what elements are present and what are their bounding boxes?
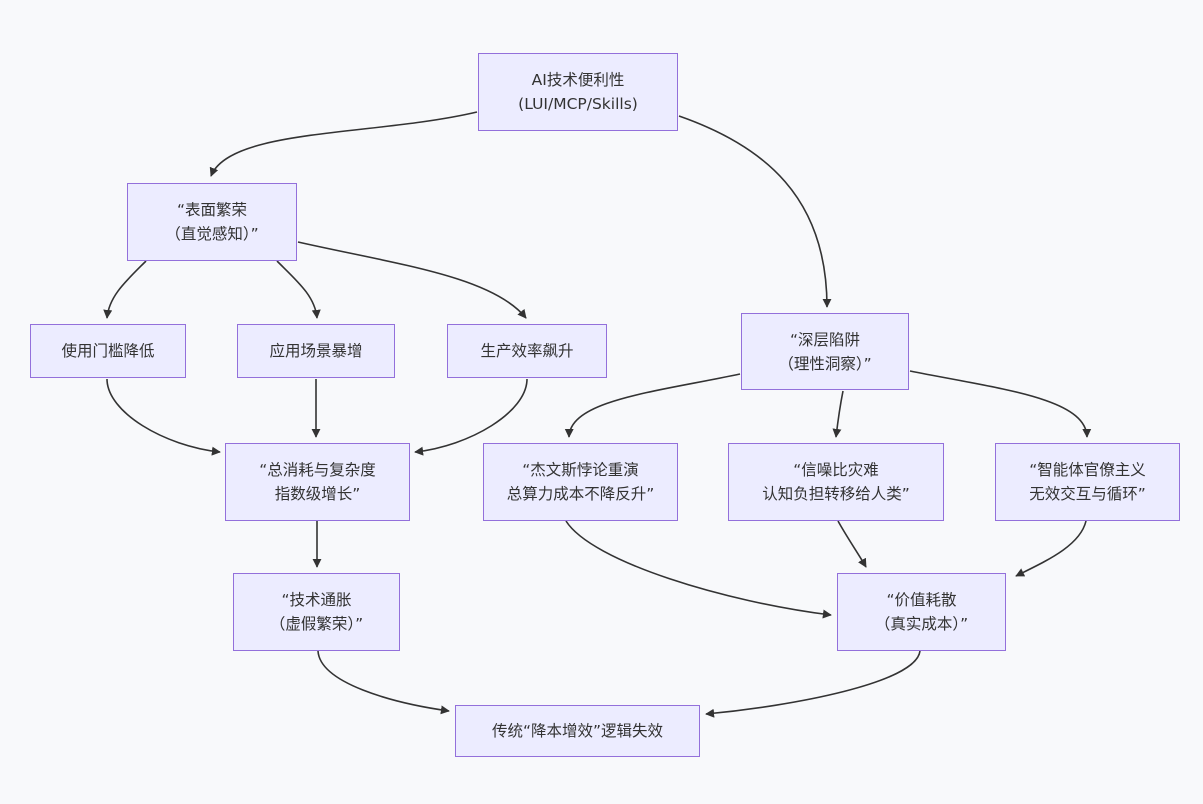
flow-node-snr-disaster: “信噪比灾难认知负担转移给人类” — [728, 443, 944, 521]
node-label-line: （虚假繁荣）” — [269, 615, 364, 633]
edge-lower-threshold-to-total-consumption — [106, 378, 221, 456]
flow-node-lower-threshold: 使用门槛降低 — [30, 324, 186, 378]
node-label-line: AI技术便利性 — [531, 71, 625, 89]
node-label-line: “价值耗散 — [886, 591, 957, 609]
flow-node-jevons-paradox: “杰文斯悖论重演总算力成本不降反升” — [483, 443, 678, 521]
flow-node-scenario-surge: 应用场景暴增 — [237, 324, 395, 378]
node-label-line: 指数级增长” — [274, 485, 361, 503]
node-label-line: 总算力成本不降反升” — [506, 485, 655, 503]
edge-value-dissipation-to-logic-failure — [705, 650, 921, 718]
node-label-line: “杰文斯悖论重演 — [522, 461, 639, 479]
node-label-line: （直觉感知）” — [165, 225, 259, 243]
edge-surface-prosperity-to-productivity-soar — [297, 241, 527, 319]
flow-node-agent-bureaucracy: “智能体官僚主义无效交互与循环” — [995, 443, 1180, 521]
flow-node-total-consumption: “总消耗与复杂度指数级增长” — [225, 443, 410, 521]
flow-node-logic-failure: 传统“降本增效”逻辑失效 — [455, 705, 700, 757]
node-label-line: “技术通胀 — [281, 591, 352, 609]
node-label-line: 应用场景暴增 — [269, 342, 363, 360]
edge-snr-disaster-to-value-dissipation — [837, 520, 867, 568]
flow-node-surface-prosperity: “表面繁荣 （直觉感知）” — [127, 183, 297, 261]
edge-tech-inflation-to-logic-failure — [317, 650, 450, 715]
edge-surface-prosperity-to-lower-threshold — [103, 260, 147, 319]
edge-deep-trap-to-jevons-paradox — [564, 373, 741, 438]
edge-deep-trap-to-snr-disaster — [832, 390, 844, 438]
edge-productivity-soar-to-total-consumption — [414, 378, 528, 456]
node-label-line: “智能体官僚主义 — [1029, 461, 1146, 479]
flow-node-value-dissipation: “价值耗散 （真实成本）” — [837, 573, 1006, 651]
node-label-line: “深层陷阱 — [789, 330, 861, 349]
flow-node-deep-trap: “深层陷阱 （理性洞察）” — [741, 313, 909, 390]
edge-agent-bureaucracy-to-value-dissipation — [1015, 520, 1087, 577]
node-label-line: “总消耗与复杂度 — [259, 461, 376, 479]
node-label-line: “表面繁荣 — [176, 201, 248, 219]
node-label-line: 无效交互与循环” — [1029, 485, 1146, 503]
node-label-line: 认知负担转移给人类” — [762, 485, 910, 503]
node-label-line: 使用门槛降低 — [61, 342, 155, 360]
node-label-line: (LUI/MCP/Skills) — [518, 95, 638, 113]
edge-surface-prosperity-to-scenario-surge — [276, 260, 321, 319]
edge-ai-convenience-to-surface-prosperity — [209, 111, 478, 177]
node-label-line: （理性洞察）” — [778, 354, 872, 373]
edge-ai-convenience-to-deep-trap — [678, 115, 832, 308]
edge-group — [103, 111, 1092, 718]
node-label-line: （真实成本）” — [874, 615, 969, 633]
edge-jevons-paradox-to-value-dissipation — [565, 520, 832, 619]
flow-node-productivity-soar: 生产效率飙升 — [447, 324, 607, 378]
edge-deep-trap-to-agent-bureaucracy — [909, 370, 1092, 438]
flow-node-tech-inflation: “技术通胀 （虚假繁荣）” — [233, 573, 400, 651]
node-label-line: 传统“降本增效”逻辑失效 — [491, 722, 664, 740]
node-label-line: “信噪比灾难 — [793, 461, 879, 479]
flow-node-ai-convenience: AI技术便利性 (LUI/MCP/Skills) — [478, 53, 678, 131]
node-label-line: 生产效率飙升 — [480, 342, 574, 360]
